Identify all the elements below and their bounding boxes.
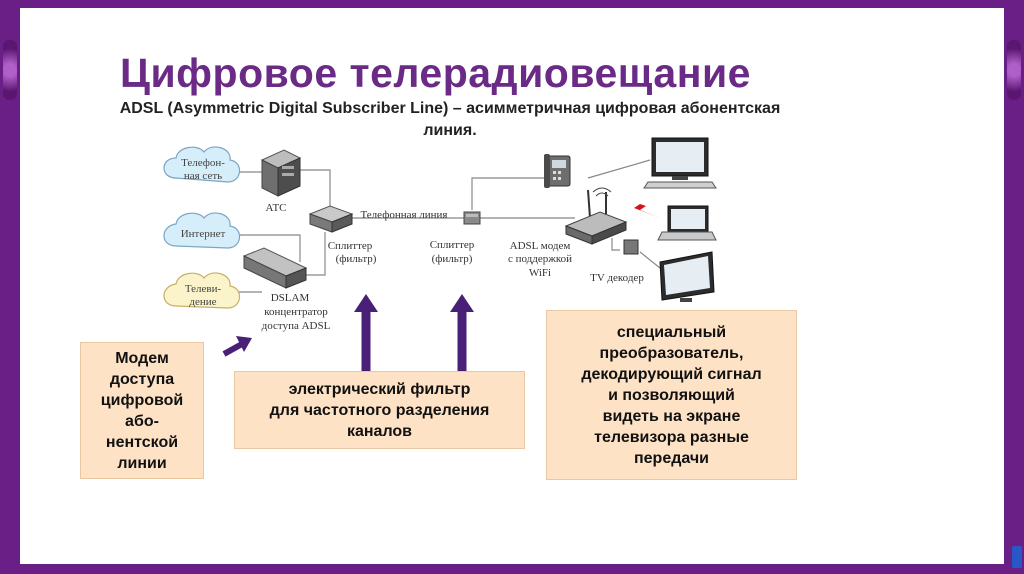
line-splitter-to-phone: [471, 177, 560, 210]
right-edge-decoration: [1007, 40, 1021, 100]
wireless-signal-icon: [616, 196, 660, 218]
atc-label: АТС: [265, 202, 286, 214]
tv-icon: [659, 251, 715, 302]
cloud-television-label-2: дение: [189, 296, 216, 308]
callout-modem-line: доступа: [109, 370, 175, 388]
arrows: [222, 294, 474, 372]
splitter-right-label-1: Сплиттер: [430, 239, 475, 251]
adsl-modem-icon: [564, 187, 628, 245]
arrow-left-filter-head: [354, 294, 378, 312]
line-to-desktop: [587, 159, 651, 179]
adsl-modem-label-1: ADSL модем: [510, 240, 571, 252]
line-internet-to-dslam: [238, 234, 301, 262]
callout-filter-line: для частотного разделения: [269, 401, 490, 419]
arrow-modem-head: [236, 336, 252, 352]
laptop-icon: [657, 205, 717, 241]
tv-decoder-label: TV декодер: [590, 272, 644, 284]
line-modem-to-decoder: [611, 238, 620, 251]
atc-server-icon: [260, 149, 302, 197]
telephone-icon: [544, 154, 571, 188]
callout-modem-line: нентской: [105, 433, 179, 451]
desktop-computer-icon: [643, 137, 717, 189]
phone-line-label: Телефонная линия: [361, 209, 448, 221]
callout-modem-line: Модем: [115, 349, 169, 367]
callout-modem-line: линии: [117, 454, 167, 472]
line-dslam-to-splitter: [305, 232, 326, 276]
dslam-label-1: DSLAM: [271, 292, 310, 304]
arrow-modem: [222, 341, 244, 357]
cloud-television-label-1: Телеви-: [185, 283, 222, 295]
cloud-phone-network: Телефон- ная сеть: [163, 146, 241, 183]
callout-decoder-line: и позволяющий: [608, 386, 735, 404]
slide-subtitle: ADSL (Asymmetric Digital Subscriber Line…: [119, 100, 781, 139]
left-edge-decoration: [3, 40, 17, 100]
callout-modem: Модем доступа цифровой або- нентской лин…: [80, 342, 204, 479]
cloud-television: Телеви- дение: [163, 272, 241, 309]
cloud-internet: Интернет: [163, 212, 241, 249]
splitter-right-label-2: (фильтр): [432, 253, 473, 265]
arrow-right-filter-head: [450, 294, 474, 312]
callout-decoder-line: телевизора разные: [594, 428, 749, 446]
callout-filter: электрический фильтр для частотного разд…: [234, 371, 525, 449]
callout-decoder-line: видеть на экране: [602, 407, 741, 425]
line-decoder-to-tv: [639, 251, 661, 269]
callout-decoder-line: преобразователь,: [599, 344, 744, 362]
dslam-label-3: доступа ADSL: [262, 320, 331, 332]
splitter-right-icon: [463, 211, 481, 225]
callout-modem-line: або-: [125, 412, 159, 430]
adsl-modem-label-2: с поддержкой: [508, 253, 572, 265]
dslam-label-2: концентратор: [264, 306, 328, 318]
callout-decoder: специальный преобразователь, декодирующи…: [546, 310, 797, 480]
line-atc-to-splitter: [300, 169, 331, 210]
splitter-left-label-1: Сплиттер: [328, 240, 373, 252]
cloud-phone-network-label-1: Телефон-: [181, 157, 225, 169]
splitter-left-icon: [308, 205, 354, 233]
callout-modem-line: цифровой: [100, 391, 184, 409]
cloud-phone-network-label-2: ная сеть: [184, 170, 222, 182]
callout-decoder-line: декодирующий сигнал: [581, 365, 762, 383]
adsl-modem-label-3: WiFi: [529, 267, 551, 279]
corner-mark: [1012, 546, 1022, 568]
callout-filter-line: электрический фильтр: [288, 380, 471, 398]
callout-filter-line: каналов: [346, 422, 412, 440]
connection-lines: [238, 159, 661, 293]
callout-decoder-line: специальный: [616, 323, 727, 341]
dslam-icon: [242, 247, 308, 289]
callout-decoder-line: передачи: [633, 449, 709, 467]
tv-decoder-icon: [623, 239, 639, 255]
cloud-internet-label: Интернет: [181, 228, 226, 240]
slide-title: Цифровое телерадиовещание: [120, 50, 751, 96]
splitter-left-label-2: (фильтр): [336, 253, 377, 265]
